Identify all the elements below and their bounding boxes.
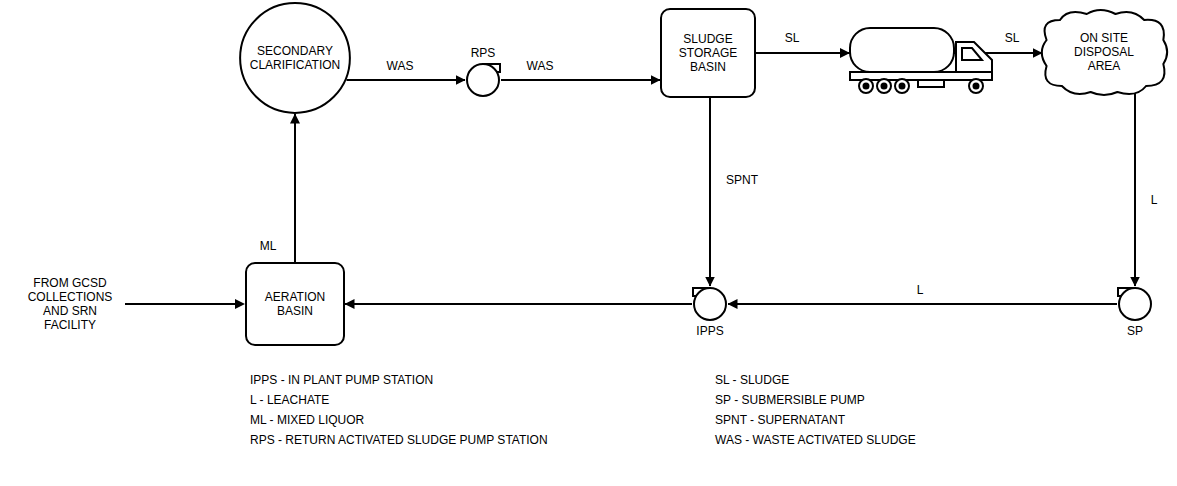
flow-arrow xyxy=(709,98,711,286)
pump-symbol xyxy=(1117,286,1153,322)
abbreviation-key: ML - MIXED LIQUOR xyxy=(250,413,364,427)
process-box: SLUDGE STORAGE BASIN xyxy=(660,8,756,98)
abbreviation-key: WAS - WASTE ACTIVATED SLUDGE xyxy=(715,433,916,447)
pump-symbol xyxy=(692,286,728,322)
flow-label: L xyxy=(1149,193,1160,207)
flow-arrow xyxy=(501,79,660,81)
clarifier-circle: SECONDARY CLARIFICATION xyxy=(239,2,351,114)
flow-arrow xyxy=(728,303,1117,305)
flow-label: WAS xyxy=(525,59,556,73)
flow-arrow xyxy=(345,303,692,305)
arrow-head xyxy=(840,48,850,58)
flow-label: SL xyxy=(1005,31,1020,45)
abbreviation-key: SP - SUBMERSIBLE PUMP xyxy=(715,393,865,407)
node-text: SLUDGE STORAGE BASIN xyxy=(672,32,744,74)
flow-arrow xyxy=(294,114,296,262)
tanker-truck xyxy=(840,28,992,93)
flow-label: SL xyxy=(783,31,802,45)
flow-label: ML xyxy=(258,239,279,253)
abbreviation-key: IPPS - IN PLANT PUMP STATION xyxy=(250,373,433,387)
disposal-area-cloud: ON SITE DISPOSAL AREA xyxy=(1037,6,1171,98)
flow-arrow xyxy=(346,79,465,81)
process-box: AERATION BASIN xyxy=(245,262,345,346)
abbreviation-key: SPNT - SUPERNATANT xyxy=(715,413,845,427)
submersible-pump: SP xyxy=(1112,286,1158,338)
pump-symbol xyxy=(465,62,501,98)
abbreviation-key: RPS - RETURN ACTIVATED SLUDGE PUMP STATI… xyxy=(250,433,548,447)
node-text: IPPS xyxy=(696,324,723,338)
inflow-arrow xyxy=(125,299,245,309)
node-text: SP xyxy=(1127,324,1143,338)
node-text: AERATION BASIN xyxy=(259,290,331,318)
flow-label: L xyxy=(915,283,926,297)
node-text: RPS xyxy=(471,46,496,60)
flow-arrow xyxy=(1134,88,1136,286)
pump-station: IPPS xyxy=(687,286,733,338)
flow-label: SPNT xyxy=(724,173,760,187)
source-label: FROM GCSD COLLECTIONS AND SRN FACILITY xyxy=(26,276,114,332)
abbreviation-key: L - LEACHATE xyxy=(250,393,329,407)
node-text: SECONDARY CLARIFICATION xyxy=(247,44,343,72)
pump-station: RPS xyxy=(460,46,506,98)
abbreviation-key: SL - SLUDGE xyxy=(715,373,789,387)
node-text: ON SITE DISPOSAL AREA xyxy=(1068,31,1140,73)
flow-label: WAS xyxy=(385,59,416,73)
